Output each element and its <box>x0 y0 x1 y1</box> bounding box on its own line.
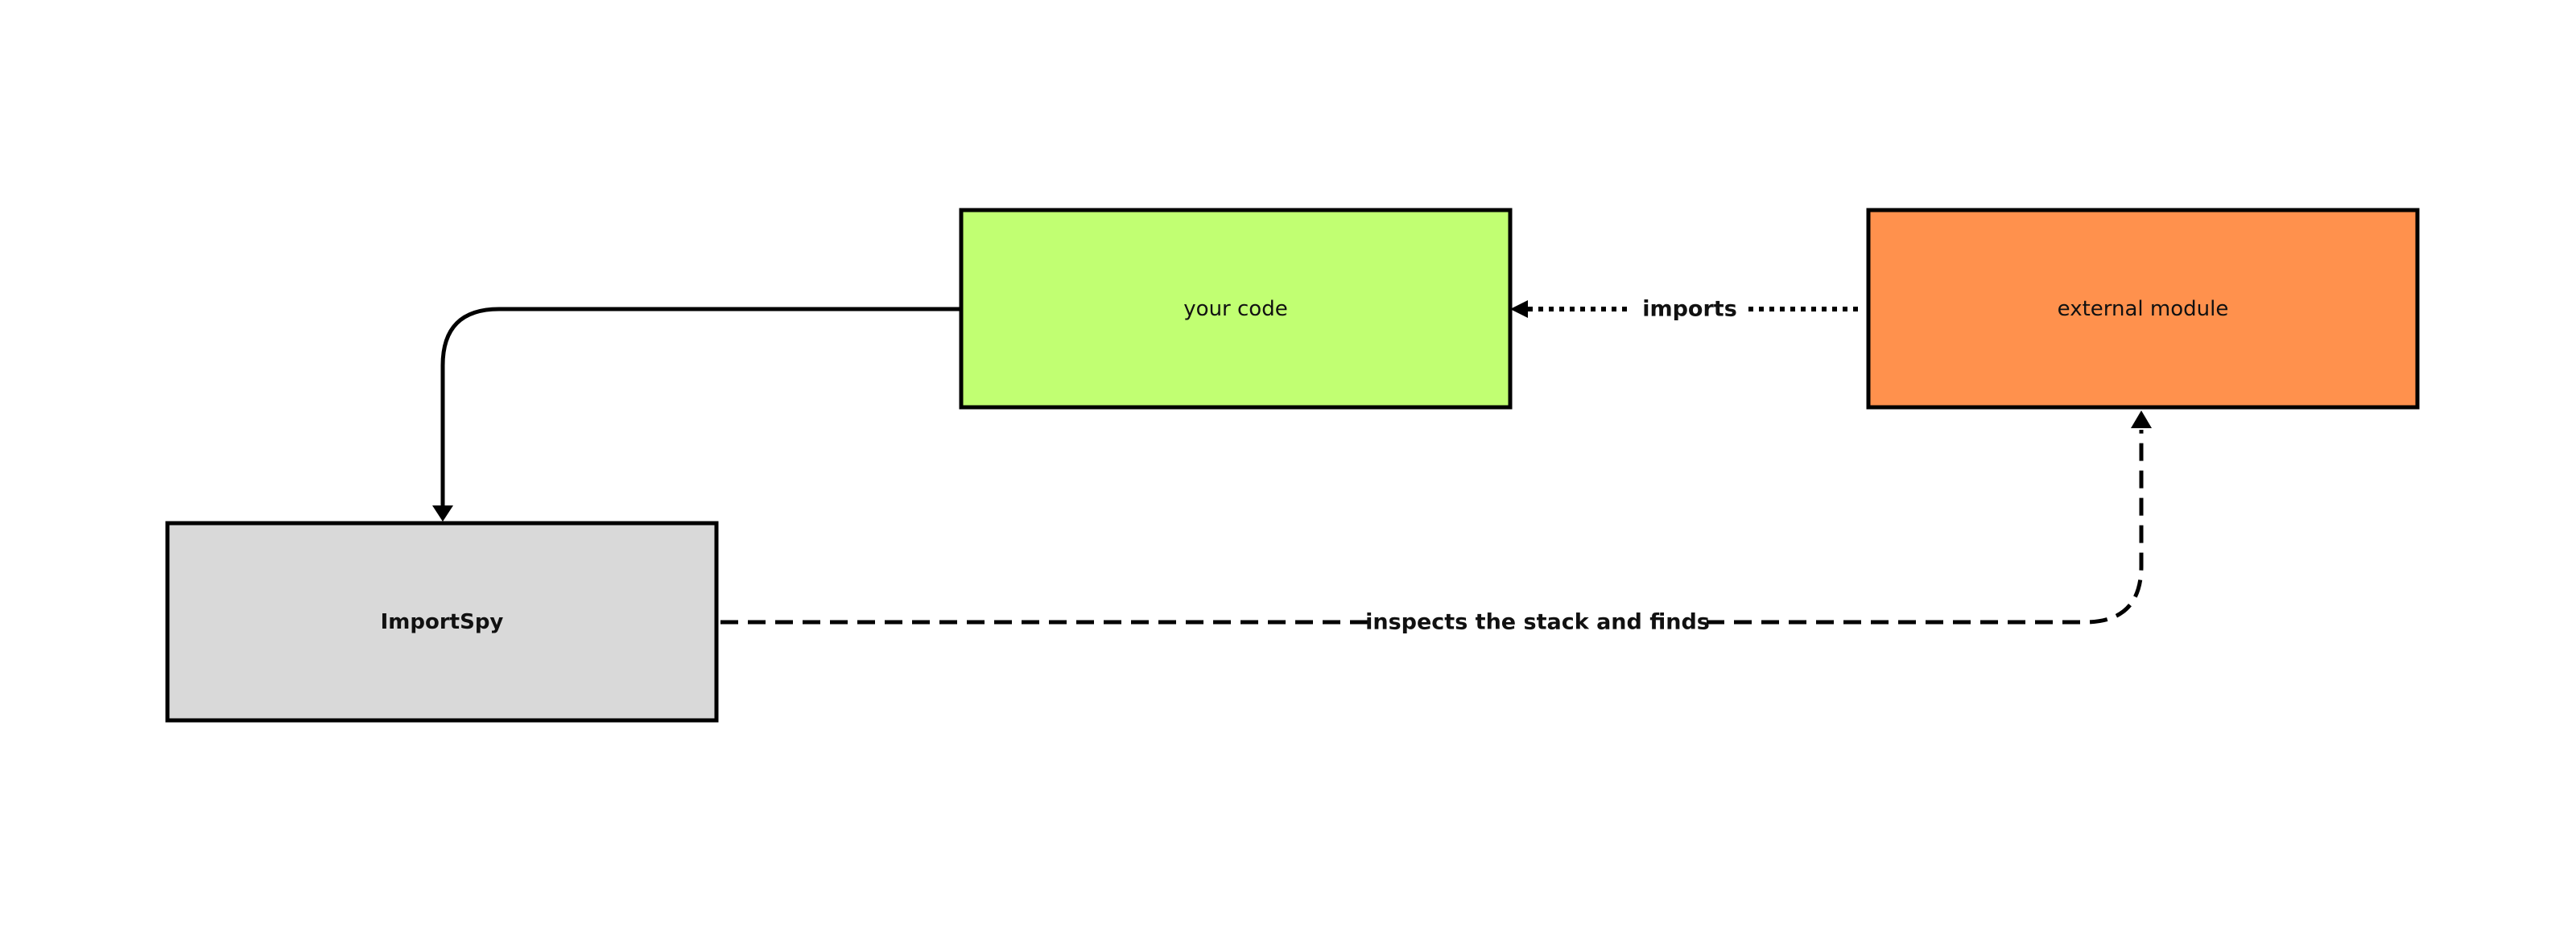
importspy-box <box>165 521 719 723</box>
importspy-label: ImportSpy <box>381 610 504 634</box>
edge-label-imports: imports <box>1642 297 1737 322</box>
arrowhead-icon <box>432 505 453 522</box>
arrowhead-icon <box>1510 300 1528 318</box>
your-code-label: your code <box>1183 297 1287 321</box>
node-external-module: external module <box>1866 208 2420 410</box>
your-code-box <box>959 208 1513 410</box>
external-module-box <box>1866 208 2420 410</box>
node-your-code: your code <box>959 208 1513 410</box>
edge-inspects: inspects the stack and finds <box>720 410 2152 635</box>
external-module-label: external module <box>2058 297 2229 321</box>
node-importspy: ImportSpy <box>165 521 719 723</box>
edge-your-code-to-importspy <box>432 307 963 522</box>
edge-imports-line: imports <box>1510 297 1863 322</box>
arrowhead-icon <box>2131 410 2152 428</box>
edge-label-inspects: inspects the stack and finds <box>1365 610 1710 635</box>
